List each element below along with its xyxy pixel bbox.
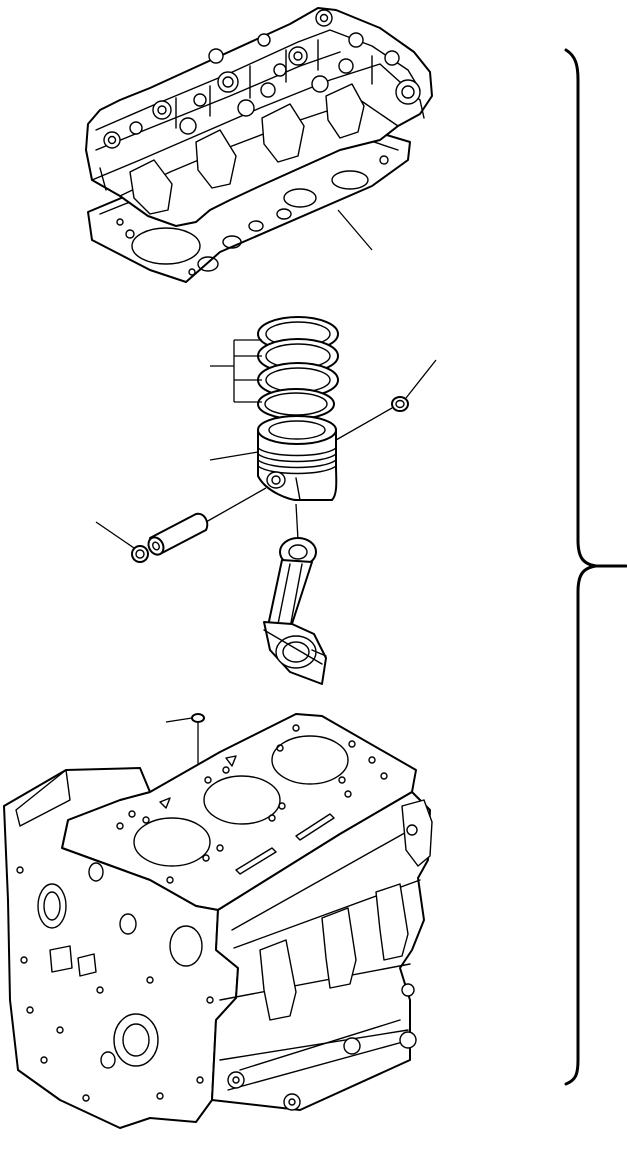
leader-line [335, 359, 437, 441]
leader-line [209, 451, 259, 461]
assembly-bracket-upper [564, 48, 598, 568]
piston-rings [257, 316, 339, 420]
leader-line [295, 503, 299, 541]
snap-ring [391, 396, 409, 412]
leader-line [205, 487, 267, 523]
connecting-rod [263, 537, 327, 685]
ring-callout [210, 339, 262, 403]
dowel-ring [191, 713, 205, 723]
leader-line [337, 209, 373, 251]
piston [257, 415, 338, 501]
assembly-bracket-lower [564, 564, 627, 1086]
leader-line [95, 521, 135, 549]
cylinder-block [3, 713, 433, 1129]
cylinder-head [85, 7, 433, 227]
snap-ring [131, 545, 149, 563]
piston-pin [147, 512, 209, 556]
